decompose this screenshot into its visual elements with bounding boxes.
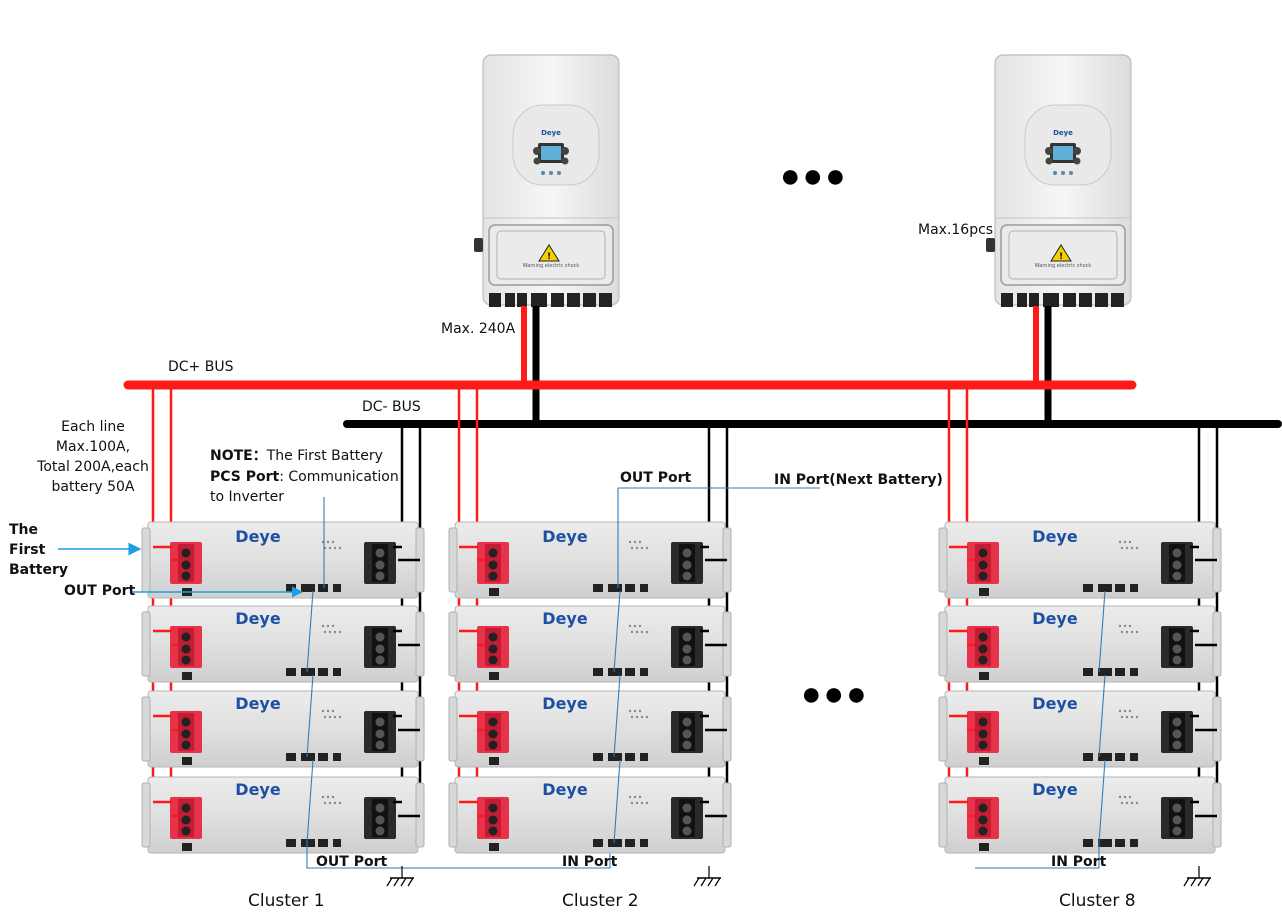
battery-brand: Deye <box>542 527 588 546</box>
max-current-label: Max. 240A <box>441 321 516 337</box>
battery-brand: Deye <box>542 694 588 713</box>
note-prefix: NOTE： <box>210 448 267 464</box>
battery-brand: Deye <box>542 780 588 799</box>
note-text-1: The First Battery <box>266 448 383 464</box>
first-battery-note: NOTE：The First Battery PCS Port: Communi… <box>210 446 399 508</box>
cluster-8: Deye Deye Deye Deye <box>938 385 1222 887</box>
dc-plus-bus-label: DC+ BUS <box>168 359 234 375</box>
first-battery-l3: Battery <box>9 562 69 578</box>
battery-brand: Deye <box>1032 780 1078 799</box>
inverter-2-warning: Warning electric shock <box>1035 263 1092 269</box>
inverter-2-brand: Deye <box>1053 129 1073 137</box>
inverter-ellipsis: ●●● <box>780 157 848 195</box>
battery-brand: Deye <box>235 694 281 713</box>
in-port-next-battery-label: IN Port(Next Battery) <box>774 472 943 488</box>
battery-brand: Deye <box>1032 609 1078 628</box>
line-current-note: Each line Max.100A, Total 200A,each batt… <box>30 417 156 497</box>
in-port-label-cluster-2: IN Port <box>562 854 618 870</box>
battery-brand: Deye <box>235 527 281 546</box>
in-port-label-cluster-8: IN Port <box>1051 854 1107 870</box>
line-note-1: Each line <box>61 419 125 435</box>
cluster-2: Deye Deye Deye Deye <box>448 385 820 887</box>
line-note-2: Max.100A, <box>55 439 131 455</box>
line-note-4: battery 50A <box>51 479 135 495</box>
battery-brand: Deye <box>542 609 588 628</box>
max-units-label: Max.16pcs <box>918 222 994 238</box>
inverter-1-brand: Deye <box>541 129 561 137</box>
cluster-8-label: Cluster 8 <box>1059 891 1136 911</box>
cluster-1: Deye Deye Deye Deye <box>141 385 611 887</box>
battery-brand: Deye <box>1032 694 1078 713</box>
battery-brand: Deye <box>1032 527 1078 546</box>
note-text-2: : Communication <box>279 468 399 485</box>
cluster-1-label: Cluster 1 <box>248 891 325 911</box>
first-battery-label: The First Battery <box>9 520 68 580</box>
cluster-ellipsis: ●●● <box>801 675 869 713</box>
inverter-2: Deye Warning electric shock <box>985 54 1132 308</box>
out-port-label-bottom: OUT Port <box>316 854 388 870</box>
battery-brand: Deye <box>235 609 281 628</box>
first-battery-l2: First <box>9 542 46 558</box>
out-port-label-left: OUT Port <box>64 583 136 599</box>
dc-minus-bus-label: DC- BUS <box>362 399 421 415</box>
battery-brand: Deye <box>235 780 281 799</box>
line-note-3: Total 200A,each <box>37 459 149 475</box>
out-port-label-top: OUT Port <box>620 470 692 486</box>
cluster-2-label: Cluster 2 <box>562 891 639 911</box>
note-pcs-label: PCS Port <box>210 468 280 485</box>
first-battery-l1: The <box>9 522 39 538</box>
inverter-1-warning: Warning electric shock <box>523 263 580 269</box>
inverter-1: Deye Warning electric shock <box>473 54 620 308</box>
note-text-3: to Inverter <box>210 489 285 505</box>
